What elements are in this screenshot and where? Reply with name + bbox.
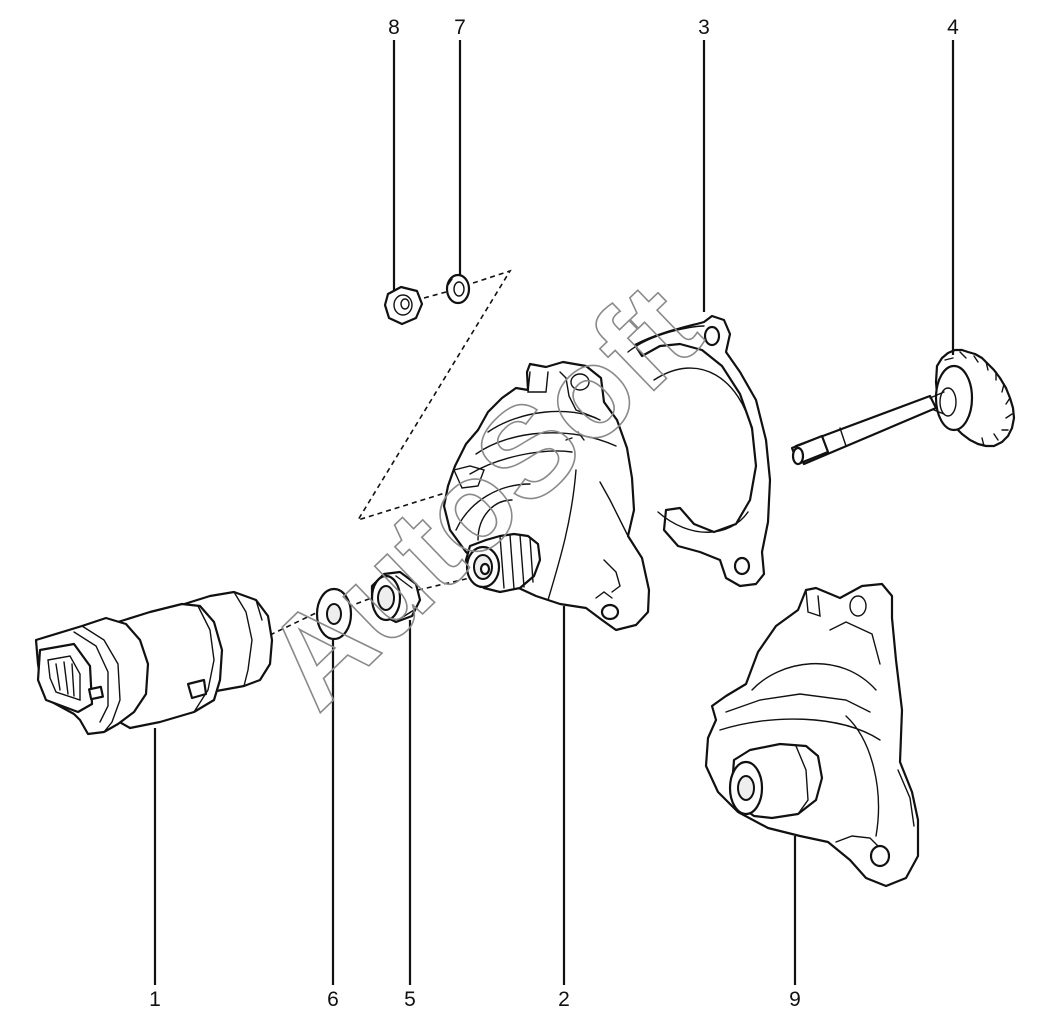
- callout-3: 3: [698, 16, 710, 39]
- part-7-spring-washer: [445, 273, 471, 305]
- callout-7: 7: [454, 16, 466, 39]
- callout-4: 4: [947, 16, 959, 39]
- part-5-bushing: [370, 570, 422, 624]
- watermark-text: AutoSoft: [238, 257, 726, 735]
- callout-numbers: 8 7 3 4 1 6 5 2 9: [149, 16, 959, 1011]
- part-8-hex-nut: [383, 285, 424, 326]
- callout-5: 5: [404, 988, 416, 1011]
- part-1-speed-sensor: [34, 590, 274, 736]
- leader-lines: [153, 40, 955, 985]
- part-4-gear-shaft: [790, 348, 1016, 466]
- part-2-drive-housing: [442, 360, 651, 632]
- callout-6: 6: [327, 988, 339, 1011]
- part-9-housing: [704, 582, 920, 888]
- assembly-dashed-lines: [269, 269, 512, 636]
- part-3-gasket: [627, 314, 772, 588]
- callout-1: 1: [149, 988, 161, 1011]
- callout-9: 9: [789, 988, 801, 1011]
- callout-8: 8: [388, 16, 400, 39]
- part-6-flat-washer: [315, 587, 353, 641]
- callout-2: 2: [558, 988, 570, 1011]
